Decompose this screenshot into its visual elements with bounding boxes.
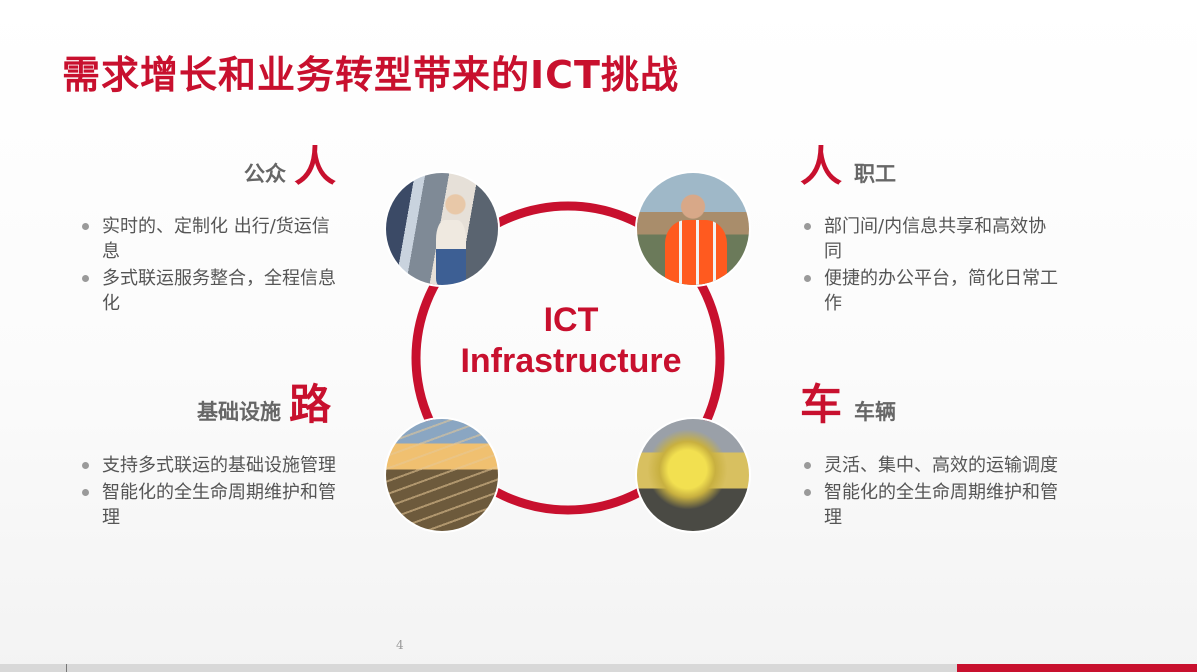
public-char: 人: [294, 142, 337, 191]
bullet-item: 智能化的全生命周期维护和管理: [802, 480, 1062, 530]
center-line-2: Infrastructure: [460, 342, 682, 380]
public-heading: 公众 人: [244, 146, 336, 188]
footer-accent: [957, 664, 1197, 672]
vehicle-label: 车辆: [854, 400, 897, 424]
staff-label: 职工: [854, 162, 897, 186]
tank-train-photo: [637, 419, 749, 531]
footer-bar: [0, 664, 1197, 672]
infra-char: 路: [289, 380, 332, 429]
staff-heading: 人 职工: [800, 146, 896, 188]
page-number: 4: [396, 638, 404, 652]
bullet-item: 支持多式联运的基础设施管理: [80, 453, 340, 478]
slide-title: 需求增长和业务转型带来的ICT挑战: [62, 53, 679, 97]
infra-label: 基础设施: [197, 400, 281, 424]
bullet-item: 灵活、集中、高效的运输调度: [802, 453, 1062, 478]
vehicle-char: 车: [800, 380, 843, 429]
bullet-item: 多式联运服务整合，全程信息化: [80, 266, 340, 316]
bullet-item: 便捷的办公平台，简化日常工作: [802, 266, 1062, 316]
vehicle-heading: 车 车辆: [800, 384, 896, 426]
bullet-item: 实时的、定制化 出行/货运信息: [80, 214, 340, 264]
rail-yard-photo: [386, 419, 498, 531]
footer-tick: [66, 664, 67, 672]
ring-circle: [411, 201, 725, 515]
commuter-photo: [386, 173, 498, 285]
public-bullets: 实时的、定制化 出行/货运信息 多式联运服务整合，全程信息化: [80, 214, 340, 318]
ict-ring: [411, 201, 725, 515]
bullet-item: 部门间/内信息共享和高效协同: [802, 214, 1062, 264]
railway-worker-photo: [637, 173, 749, 285]
bullet-item: 智能化的全生命周期维护和管理: [80, 480, 340, 530]
infra-heading: 基础设施 路: [197, 384, 331, 426]
public-label: 公众: [244, 162, 286, 186]
staff-char: 人: [800, 142, 843, 191]
infra-bullets: 支持多式联运的基础设施管理 智能化的全生命周期维护和管理: [80, 453, 340, 532]
center-line-1: ICT: [543, 301, 599, 339]
vehicle-bullets: 灵活、集中、高效的运输调度 智能化的全生命周期维护和管理: [802, 453, 1062, 532]
staff-bullets: 部门间/内信息共享和高效协同 便捷的办公平台，简化日常工作: [802, 214, 1062, 318]
ict-infrastructure-label: ICT Infrastructure: [440, 300, 702, 382]
